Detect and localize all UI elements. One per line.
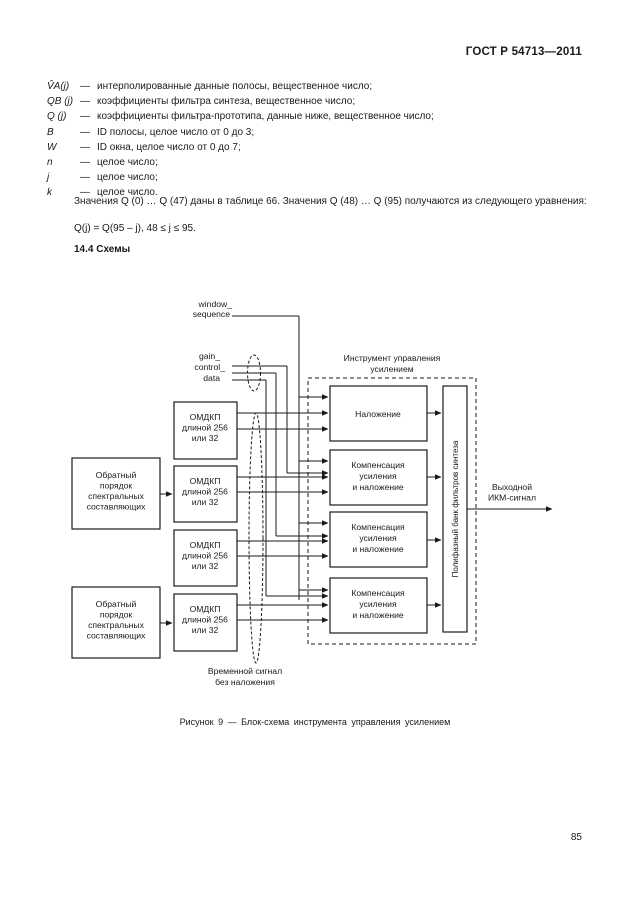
dash: — [80, 187, 90, 199]
definition-text: целое число. [97, 187, 158, 199]
figure-caption: Рисунок 9 — Блок-схема инструмента управ… [179, 717, 451, 727]
definition-symbol: n [47, 157, 53, 169]
dash: — [80, 126, 90, 138]
block-diagram: window_sequence gain_control_data Инстру… [71, 299, 553, 687]
definition-symbol: Q (j) [47, 111, 67, 123]
section-title: 14.4 Схемы [74, 244, 131, 255]
page-number: 85 [570, 832, 582, 843]
dash: — [80, 111, 90, 123]
definition-row: W — ID окна, целое число от 0 до 7; [47, 140, 434, 155]
definition-symbol: k [47, 187, 52, 199]
definition-text: ID полосы, целое число от 0 до 3; [97, 126, 255, 138]
formula: Q(j) = Q(95 – j), 48 ≤ j ≤ 95. [74, 223, 196, 234]
dash: — [80, 141, 90, 153]
dash: — [80, 96, 90, 108]
definition-symbol: QB (j) [47, 96, 74, 108]
dash: — [80, 157, 90, 169]
document-code: ГОСТ Р 54713—2011 [465, 46, 582, 58]
definition-symbol: B [47, 126, 54, 138]
definition-text: целое число; [97, 172, 158, 184]
definition-row: n — целое число; [47, 155, 434, 170]
filterbank-label: Полифазный банк фильтров синтеза [451, 440, 460, 577]
definition-row: QB (j) — коэффициенты фильтра синтеза, в… [47, 94, 434, 109]
body-paragraph: Значения Q (0) … Q (47) даны в таблице 6… [74, 196, 587, 207]
definition-symbol: V̂A(j) [47, 81, 70, 92]
dash: — [80, 81, 90, 92]
window-sequence-label: window_sequence [193, 299, 232, 319]
definition-row: j — целое число; [47, 170, 434, 185]
definition-row: k — целое число. [47, 185, 434, 200]
definition-row: B — ID полосы, целое число от 0 до 3; [47, 125, 434, 140]
dash: — [80, 172, 90, 184]
definition-row: V̂A(j) — интерполированные данные полосы… [47, 79, 434, 94]
definition-text: целое число; [97, 157, 158, 169]
definition-text: коэффициенты фильтра синтеза, вещественн… [97, 96, 356, 108]
definitions-list: V̂A(j) — интерполированные данные полосы… [47, 79, 434, 201]
definition-row: Q (j) — коэффициенты фильтра-прототипа, … [47, 109, 434, 124]
gain-control-label: gain_control_data [194, 351, 225, 383]
definition-symbol: W [47, 141, 57, 153]
definition-symbol: j [47, 172, 50, 184]
definition-text: интерполированные данные полосы, веществ… [97, 81, 373, 92]
overlap-block: Наложение [355, 409, 401, 419]
definition-text: коэффициенты фильтра-прототипа, данные н… [97, 111, 434, 123]
definition-text: ID окна, целое число от 0 до 7; [97, 141, 241, 153]
